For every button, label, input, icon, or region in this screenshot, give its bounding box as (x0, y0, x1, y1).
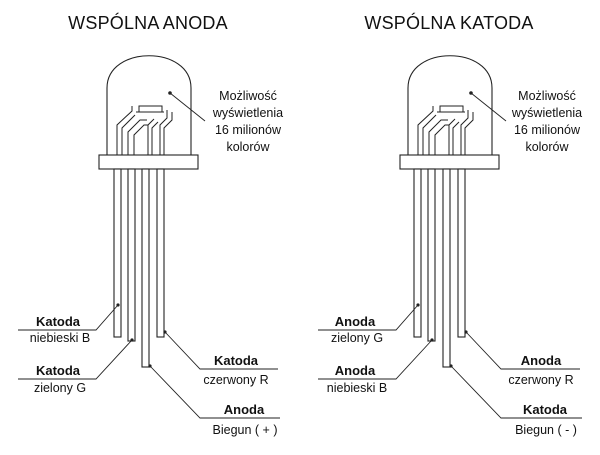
common-cathode-diagram: WSPÓLNA KATODA Możliwość wyświetle (318, 12, 582, 437)
note-line-4: kolorów (226, 140, 270, 154)
pin-role: Katoda (523, 402, 568, 417)
pin-label-green: Katoda zielony G (18, 338, 134, 395)
pin-label-blue: Anoda niebieski B (318, 338, 434, 395)
pin-label-green: Anoda zielony G (318, 303, 420, 345)
lead-blue (427, 168, 436, 342)
lead-red (457, 168, 466, 338)
note-line-2: wyświetlenia (212, 106, 283, 120)
note-line-4: kolorów (525, 140, 569, 154)
led-leads (113, 168, 165, 368)
lead-blue (113, 168, 122, 338)
common-anode-diagram: WSPÓLNA ANODA Możliwość (18, 12, 283, 437)
lead-common (141, 168, 150, 368)
note-line-3: 16 milionów (514, 123, 581, 137)
pin-role: Katoda (36, 363, 81, 378)
pin-role: Anoda (521, 353, 562, 368)
pin-role: Katoda (36, 314, 81, 329)
pin-desc: niebieski B (30, 331, 90, 345)
pin-desc: Biegun ( + ) (213, 423, 278, 437)
pin-label-common: Katoda Biegun ( - ) (449, 364, 582, 437)
pin-desc: zielony G (34, 381, 86, 395)
note-line-2: wyświetlenia (511, 106, 582, 120)
pin-desc: czerwony R (508, 373, 573, 387)
lead-green (127, 168, 136, 342)
pin-desc: Biegun ( - ) (515, 423, 577, 437)
led-leads (413, 168, 466, 368)
pin-role: Katoda (214, 353, 259, 368)
pin-role: Anoda (224, 402, 265, 417)
pin-desc: czerwony R (203, 373, 268, 387)
lead-green (413, 168, 422, 338)
note-line-1: Możliwość (219, 89, 277, 103)
pin-desc: niebieski B (327, 381, 387, 395)
pin-label-common: Anoda Biegun ( + ) (148, 364, 280, 437)
pin-role: Anoda (335, 314, 376, 329)
led-body (399, 55, 500, 170)
led-body (98, 55, 199, 170)
pin-label-red: Katoda czerwony R (163, 330, 278, 387)
common-cathode-title: WSPÓLNA KATODA (364, 12, 533, 33)
feature-note: Możliwość wyświetlenia 16 milionów kolor… (469, 89, 582, 154)
note-line-3: 16 milionów (215, 123, 282, 137)
lead-red (156, 168, 165, 338)
pin-role: Anoda (335, 363, 376, 378)
lead-common (442, 168, 451, 368)
pin-label-blue: Katoda niebieski B (18, 303, 120, 345)
feature-note: Możliwość wyświetlenia 16 milionów kolor… (168, 89, 283, 154)
note-line-1: Możliwość (518, 89, 576, 103)
pin-label-red: Anoda czerwony R (464, 330, 580, 387)
pin-desc: zielony G (331, 331, 383, 345)
common-anode-title: WSPÓLNA ANODA (68, 12, 228, 33)
